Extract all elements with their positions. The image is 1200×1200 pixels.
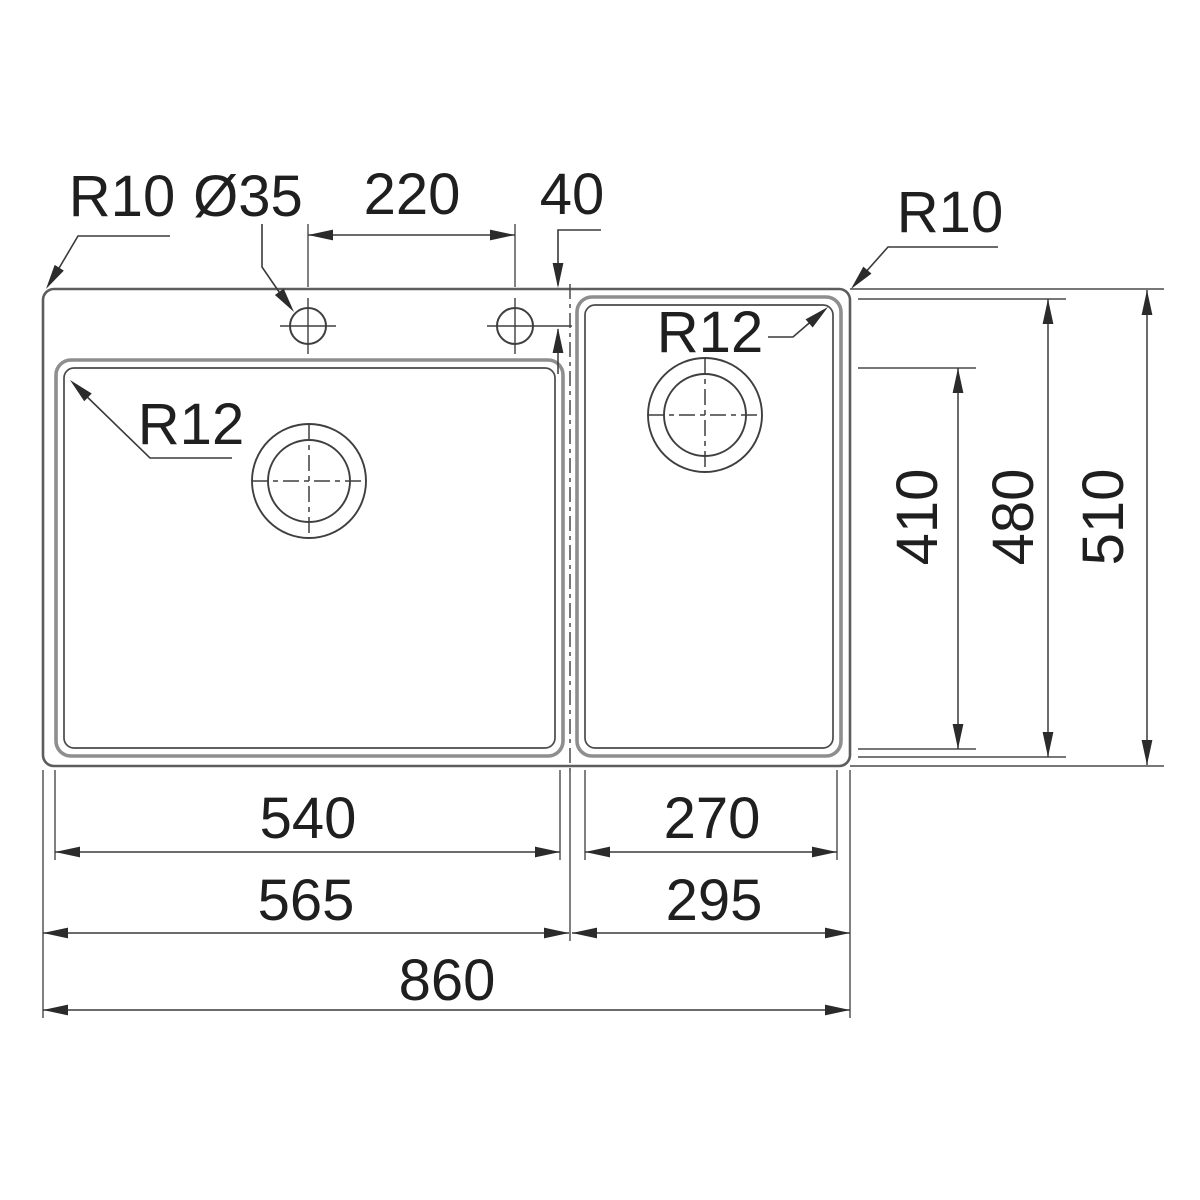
- callout-r10-left: R10: [41, 164, 175, 292]
- dim-label-r12-right: R12: [657, 300, 763, 365]
- dim-label-270: 270: [664, 786, 761, 851]
- dim-hole-spacing-220: 220: [307, 162, 516, 287]
- sink-outline: [41, 287, 852, 768]
- dim-right-section-width-295: 295: [572, 868, 850, 939]
- faucet-hole-right: [487, 298, 572, 354]
- dim-label-220: 220: [364, 162, 461, 227]
- dim-label-410: 410: [885, 469, 950, 566]
- callout-r10-right: R10: [846, 180, 1003, 293]
- dim-label-860: 860: [399, 948, 496, 1013]
- drain-left: [251, 423, 367, 539]
- dim-label-295: 295: [666, 868, 763, 933]
- right-bowl-inner-edge: [584, 304, 834, 749]
- faucet-hole-left: [280, 298, 336, 354]
- dim-label-480: 480: [981, 469, 1046, 566]
- dim-right-bowl-length-480: 480: [858, 298, 1066, 758]
- left-bowl-outer-rim: [54, 358, 565, 758]
- callout-r12-right: R12: [657, 300, 832, 365]
- dim-left-section-width-565: 565: [43, 868, 569, 939]
- dim-hole-offset-40: 40: [540, 162, 605, 374]
- dim-label-510: 510: [1071, 469, 1136, 566]
- callout-hole-diameter: Ø35: [193, 164, 303, 316]
- dim-right-bowl-width-270: 270: [585, 786, 837, 858]
- dim-label-40: 40: [540, 162, 605, 227]
- dim-label-540: 540: [260, 786, 357, 851]
- dim-label-565: 565: [258, 868, 355, 933]
- dim-label-r10-left: R10: [69, 164, 175, 229]
- callout-r12-left: R12: [66, 376, 244, 459]
- left-bowl: [54, 358, 565, 758]
- right-bowl-outer-rim: [575, 295, 843, 758]
- dim-overall-width-860: 860: [43, 948, 850, 1016]
- dim-label-r10-right: R10: [897, 180, 1003, 245]
- dim-label-dia35: Ø35: [193, 164, 303, 229]
- left-bowl-inner-edge: [63, 367, 556, 749]
- dim-left-bowl-length-410: 410: [858, 367, 976, 750]
- right-bowl: [575, 295, 843, 758]
- sink-outer-edge: [41, 287, 852, 768]
- bottom-extension-lines: [42, 770, 851, 1018]
- dim-overall-length-510: 510: [850, 288, 1164, 767]
- dim-left-bowl-width-540: 540: [55, 786, 560, 858]
- drain-right: [647, 357, 763, 473]
- dim-label-r12-left: R12: [138, 392, 244, 457]
